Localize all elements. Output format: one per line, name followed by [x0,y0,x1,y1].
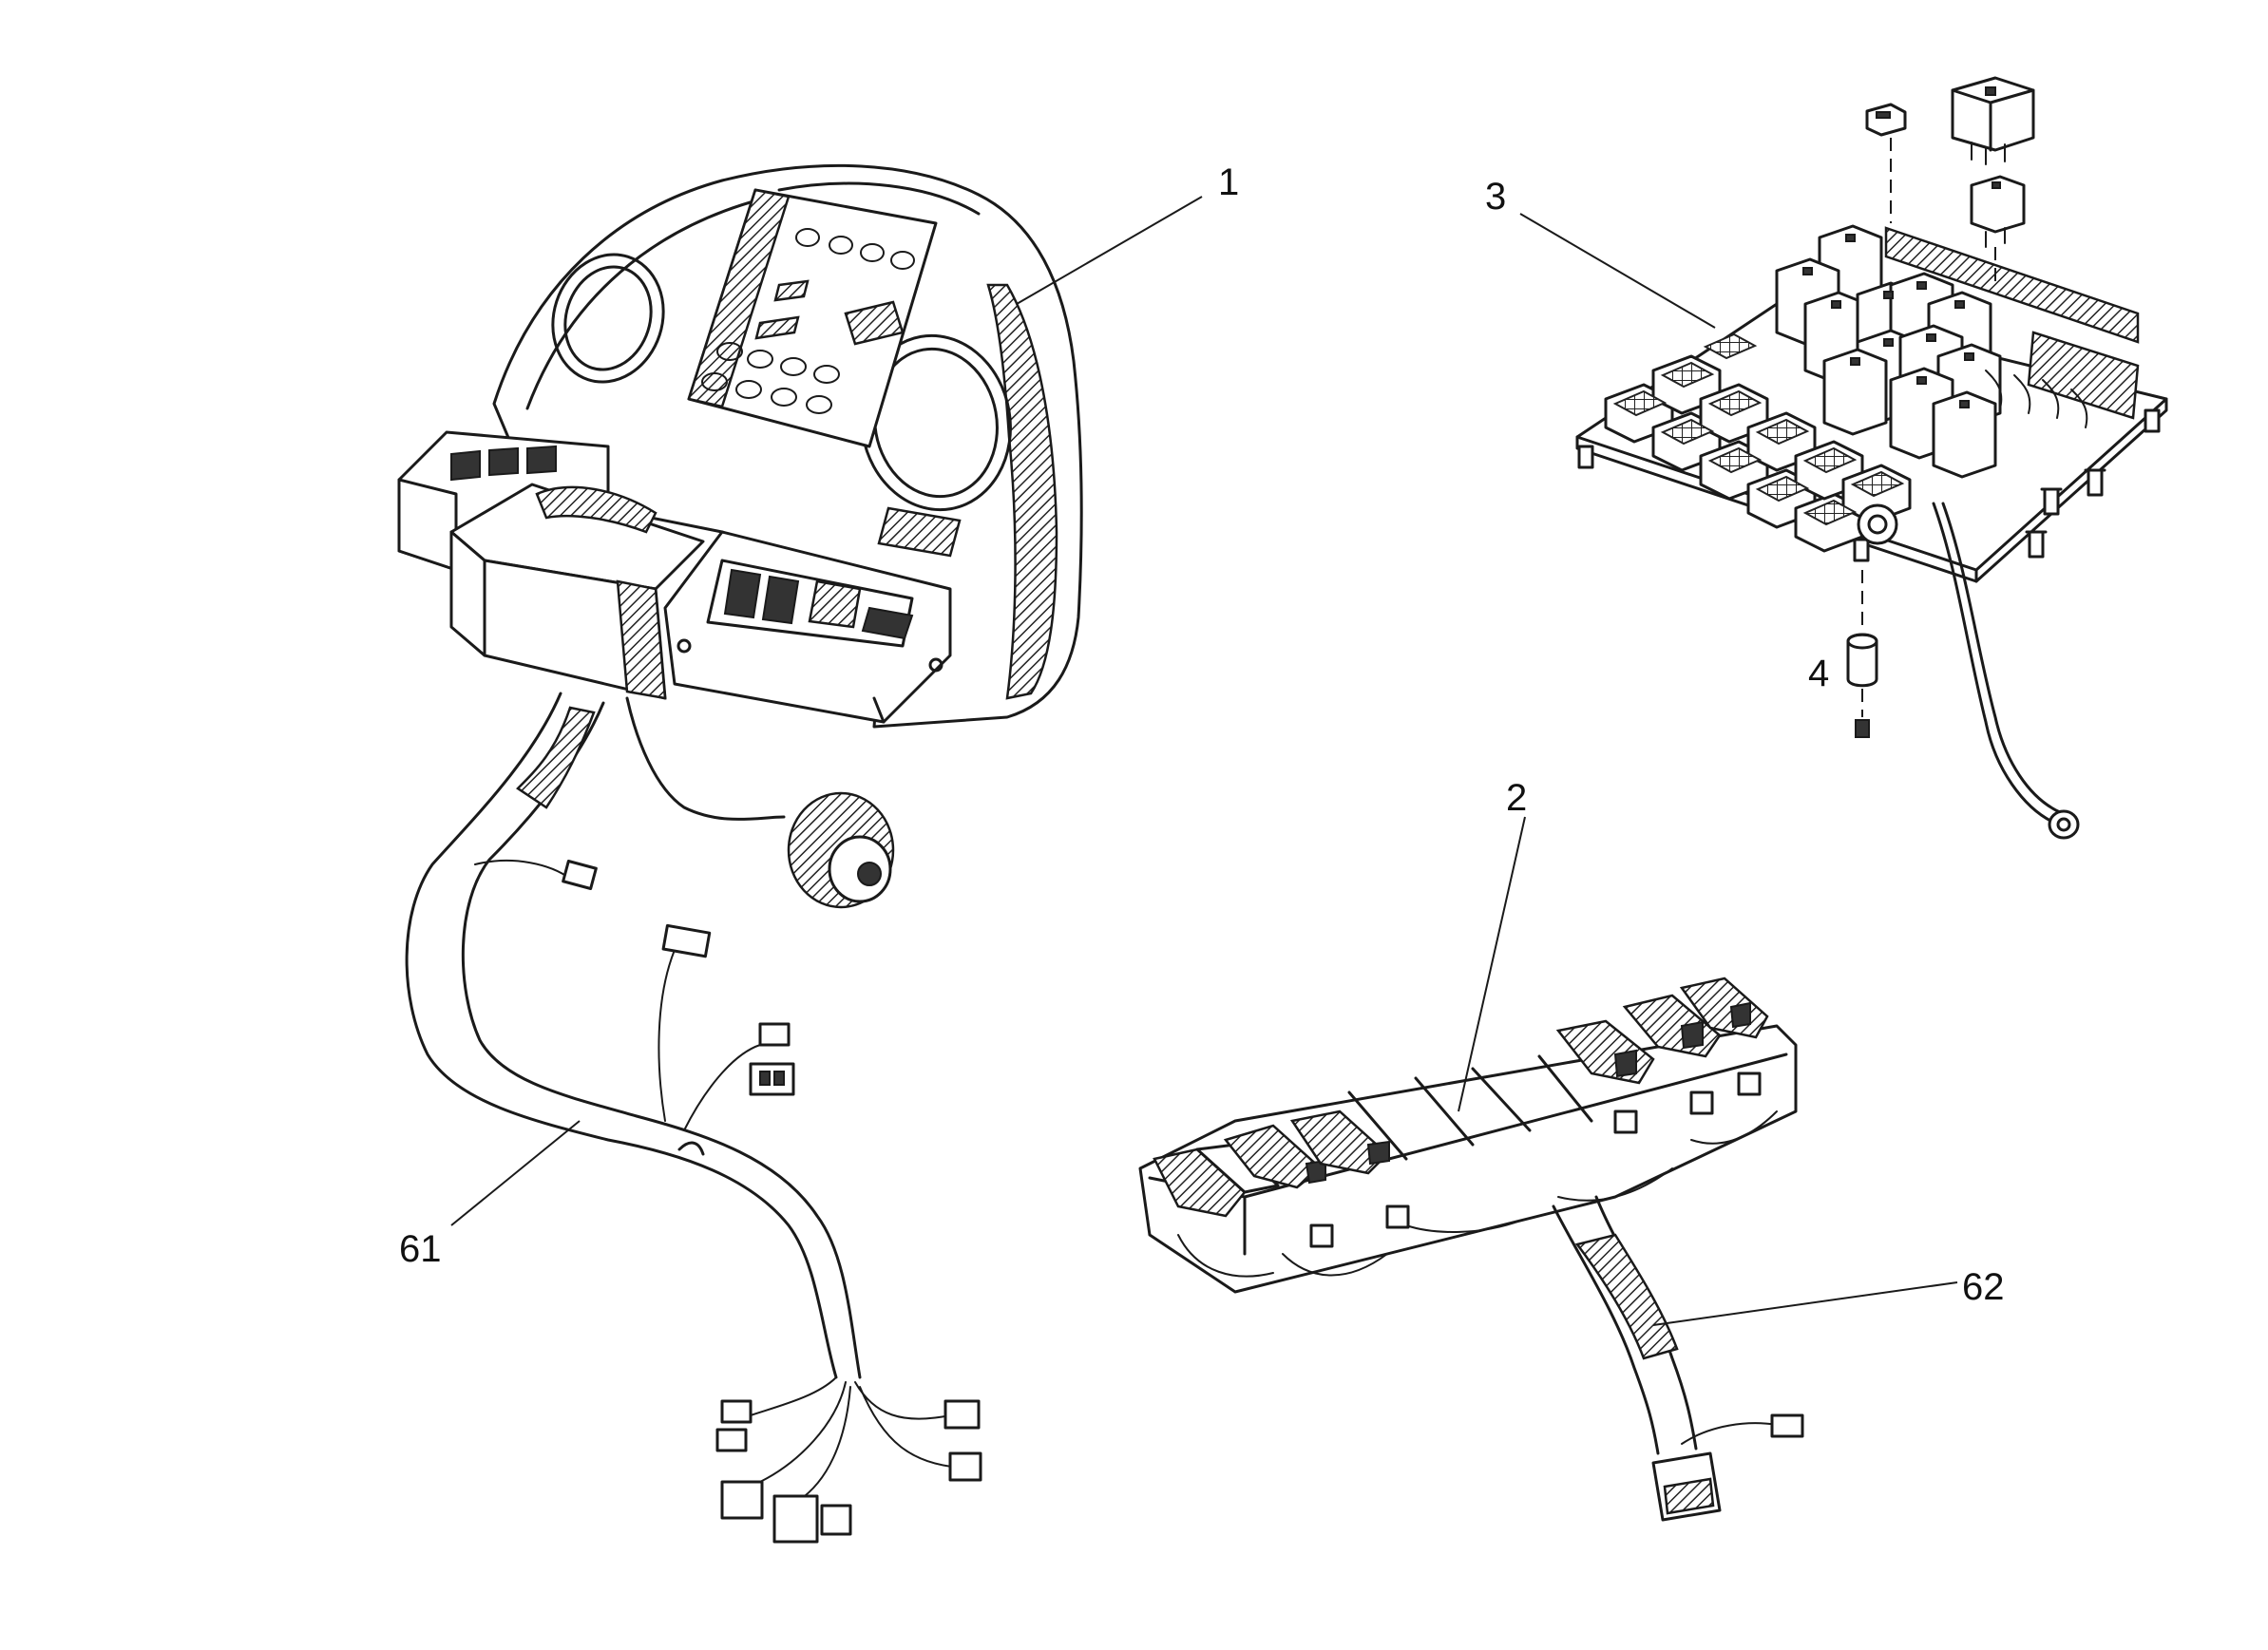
switch-panel-wiring-harness [1552,1195,1804,1522]
callout-3: 3 [1485,176,1506,218]
column-shroud [449,483,705,700]
rocker-switches [1153,977,1769,1218]
board-bolts [1857,468,2106,559]
fuse-relay-board [1575,76,2168,840]
spare-relays [1865,76,2035,285]
switch-panel [1138,977,1798,1294]
back-fuse-row [1884,226,2140,428]
ignition-switch [625,696,895,909]
left-gauge [551,253,665,384]
leader-lines [450,196,1958,1326]
dashboard-wiring-harness [405,692,982,1544]
lower-control-module [663,506,962,724]
callout-61: 61 [399,1228,442,1270]
callout-62: 62 [1962,1266,2005,1308]
dashboard-console [397,163,1083,729]
indicator-panel [687,188,938,448]
callout-1: 1 [1218,161,1239,203]
callout-2: 2 [1506,777,1527,819]
fuse-block-array [1604,332,1912,553]
relay-array [1775,224,2002,479]
mount-spacer [1846,570,1878,738]
callout-4: 4 [1808,653,1829,694]
